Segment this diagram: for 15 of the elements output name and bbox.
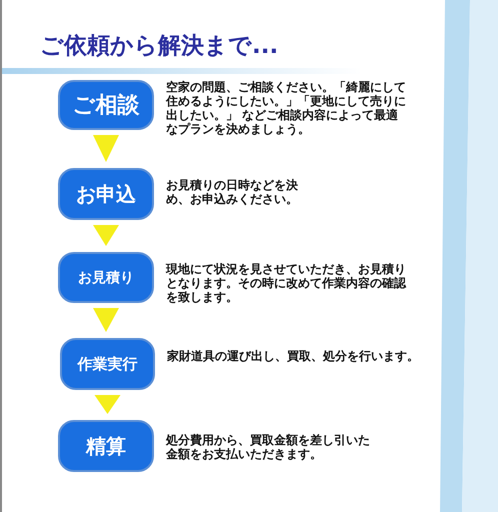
step-description: お見積りの日時などを決め、お申込みください。 xyxy=(166,178,299,206)
down-arrow xyxy=(94,395,120,414)
step-description: 空家の問題、ご相談ください。「綺麗にして住めるようにしたい。」「更地にして売りに出したい。」 などご相談内容によって最適なプランを決めましょう。 xyxy=(166,80,406,136)
step-box: 作業実行 xyxy=(60,338,155,390)
down-arrow xyxy=(93,225,119,246)
step-box: ご相談 xyxy=(58,80,154,130)
title: ご依頼から解決まで... xyxy=(40,32,278,61)
step-description: 処分費用から、買取金額を差し引いた金額をお支払いただきます。 xyxy=(166,433,371,461)
step-box: お申込 xyxy=(58,168,154,220)
step-box: 精算 xyxy=(58,420,154,472)
step-box: お見積り xyxy=(58,252,154,303)
step-description: 現地にて状況を見させていただき、お見積りとなります。その時に改めて作業内容の確認を致します。 xyxy=(166,262,408,304)
down-arrow xyxy=(93,135,119,162)
down-arrow xyxy=(93,308,119,332)
step-description: 家財道具の運び出し、買取、処分を行います。 xyxy=(167,349,420,363)
